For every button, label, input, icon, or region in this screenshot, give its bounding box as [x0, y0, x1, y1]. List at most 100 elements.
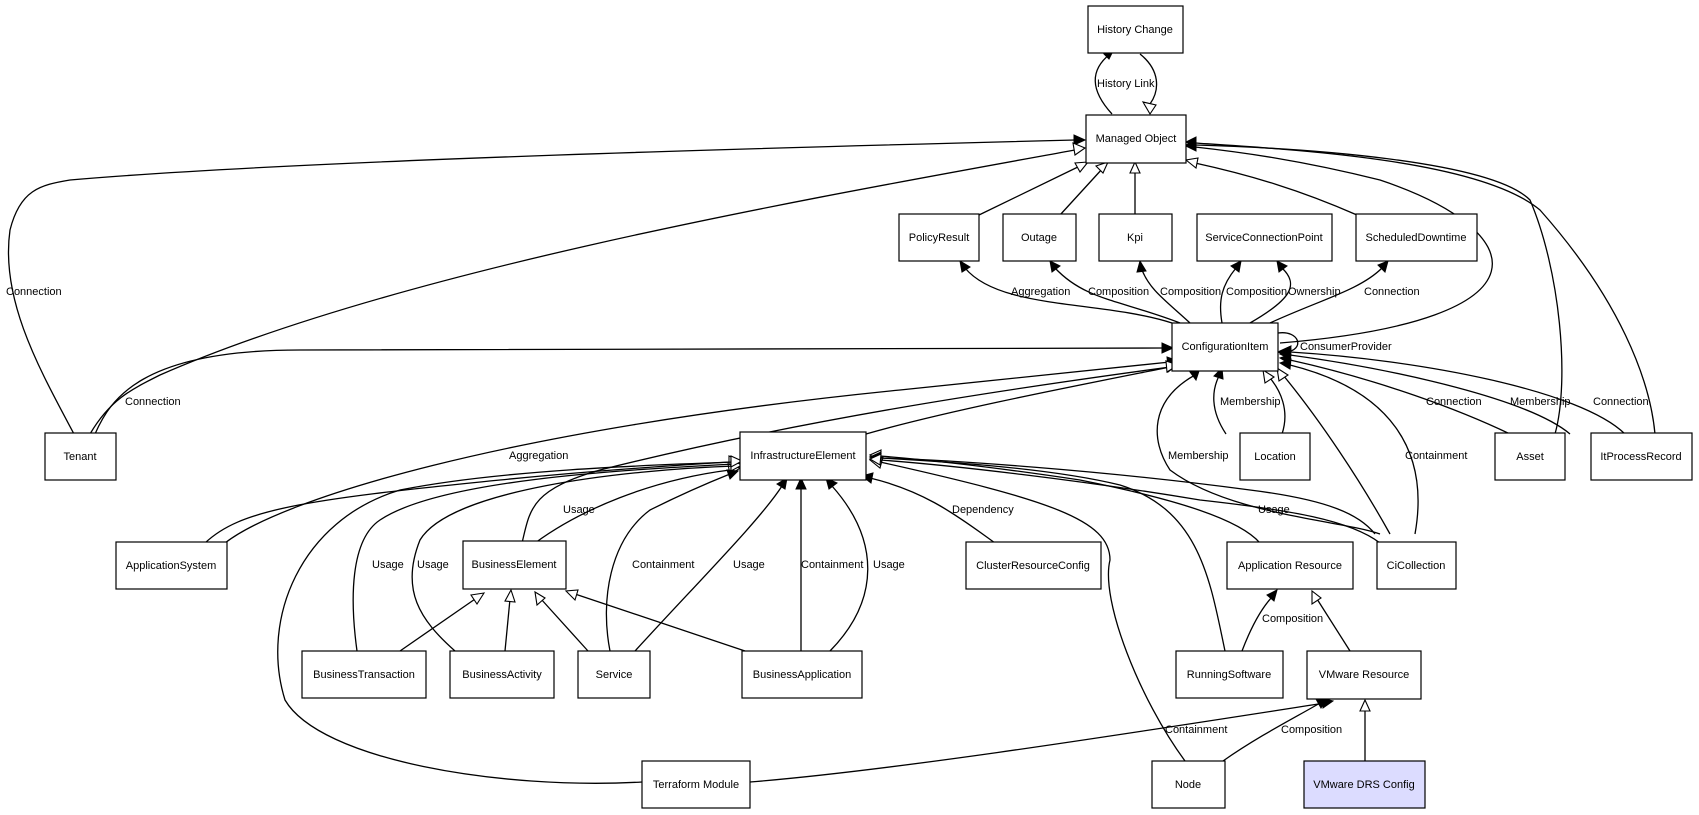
node-managed-object[interactable]: Managed Object [1085, 114, 1187, 164]
node-ci-collection[interactable]: CiCollection [1376, 541, 1457, 590]
svg-text:BusinessElement: BusinessElement [472, 559, 557, 571]
node-vmware-resource[interactable]: VMware Resource [1306, 650, 1422, 700]
node-tenant[interactable]: Tenant [44, 432, 117, 481]
label-history-link: History Link [1097, 78, 1155, 90]
edge-location-ci-inherit [1262, 368, 1286, 435]
node-scheduled-downtime[interactable]: ScheduledDowntime [1355, 213, 1478, 262]
nodes: History Change Managed Object PolicyResu… [44, 5, 1693, 809]
node-service[interactable]: Service [577, 650, 651, 699]
svg-text:Tenant: Tenant [63, 451, 96, 463]
svg-text:InfrastructureElement: InfrastructureElement [750, 450, 855, 462]
edge-ci-kpi-composition [1136, 259, 1191, 324]
label-connection-tenant-ci: Connection [125, 396, 181, 408]
label-usage-service: Usage [733, 559, 765, 571]
edge-ci-sd-connection [1269, 260, 1389, 324]
node-terraform-module[interactable]: Terraform Module [641, 760, 751, 809]
label-dependency-cluster: Dependency [952, 504, 1014, 516]
edge-service-be [534, 590, 589, 652]
edge-asset-ci-connection [1278, 353, 1511, 435]
node-application-system[interactable]: ApplicationSystem [115, 541, 228, 590]
node-business-activity[interactable]: BusinessActivity [449, 650, 555, 699]
label-connection-sd: Connection [1364, 286, 1420, 298]
edge-tenant-mo-line2 [89, 142, 1087, 435]
label-connection-tenant-mo: Connection [6, 286, 62, 298]
edge-bapp-be [564, 589, 746, 652]
node-asset[interactable]: Asset [1494, 432, 1566, 481]
edge-labels: History Link Connection Connection Aggre… [6, 78, 1649, 736]
label-usage-be: Usage [563, 504, 595, 516]
edge-cicollection-ci-inherit [1276, 366, 1391, 535]
svg-text:VMware DRS Config: VMware DRS Config [1313, 779, 1414, 791]
edge-outage-mo [1059, 161, 1110, 216]
label-membership-itprocess: Membership [1510, 396, 1571, 408]
label-composition-node: Composition [1281, 724, 1342, 736]
node-history-change[interactable]: History Change [1087, 5, 1184, 54]
node-it-process-record[interactable]: ItProcessRecord [1590, 432, 1693, 481]
edge-vmware-appres [1311, 589, 1351, 652]
edge-ci-outage-composition [1049, 260, 1181, 324]
node-configuration-item[interactable]: ConfigurationItem [1171, 322, 1279, 372]
edge-bt-be [399, 592, 486, 652]
svg-text:ServiceConnectionPoint: ServiceConnectionPoint [1205, 232, 1322, 244]
edge-drs-vmware [1359, 698, 1371, 761]
svg-text:Managed Object: Managed Object [1096, 133, 1177, 145]
node-cluster-resource-config[interactable]: ClusterResourceConfig [965, 541, 1102, 590]
edge-tenant-mo-connection [7, 134, 1087, 435]
node-kpi[interactable]: Kpi [1098, 213, 1173, 262]
edge-appsys-ci-aggregation [224, 356, 1180, 544]
svg-text:Outage: Outage [1021, 232, 1057, 244]
node-business-transaction[interactable]: BusinessTransaction [301, 650, 427, 699]
node-application-resource[interactable]: Application Resource [1226, 541, 1354, 590]
label-aggregation-policy: Aggregation [1011, 286, 1070, 298]
svg-text:ApplicationSystem: ApplicationSystem [126, 560, 217, 572]
node-policy-result[interactable]: PolicyResult [898, 213, 980, 262]
label-aggregation-appsys: Aggregation [509, 450, 568, 462]
node-vmware-drs-config[interactable]: VMware DRS Config [1303, 760, 1426, 809]
label-consumer-provider: ConsumerProvider [1300, 341, 1392, 353]
label-usage-ba: Usage [417, 559, 449, 571]
label-membership-cicollection: Membership [1168, 450, 1229, 462]
edge-tenant-ci-connection [94, 342, 1175, 435]
node-business-application[interactable]: BusinessApplication [741, 650, 863, 699]
edge-running-appres-composition [1241, 589, 1278, 652]
svg-text:RunningSoftware: RunningSoftware [1187, 669, 1271, 681]
node-business-element[interactable]: BusinessElement [462, 540, 567, 590]
edge-node-ie-containment [868, 456, 1186, 762]
node-location[interactable]: Location [1239, 432, 1311, 481]
svg-text:BusinessApplication: BusinessApplication [753, 669, 851, 681]
label-usage-bapp: Usage [873, 559, 905, 571]
svg-text:PolicyResult: PolicyResult [909, 232, 970, 244]
edge-scheduleddowntime-mo [1184, 157, 1358, 216]
label-containment-service: Containment [632, 559, 694, 571]
edge-policyresult-mo [978, 161, 1090, 216]
label-composition-running: Composition [1262, 613, 1323, 625]
svg-text:ItProcessRecord: ItProcessRecord [1600, 451, 1681, 463]
edge-history-link-back [1139, 53, 1158, 116]
label-composition-outage: Composition [1088, 286, 1149, 298]
edges [7, 50, 1656, 784]
node-running-software[interactable]: RunningSoftware [1175, 650, 1284, 699]
label-composition-scp: Composition [1226, 286, 1287, 298]
node-infrastructure-element[interactable]: InfrastructureElement [739, 431, 867, 481]
edge-cicollection-ie [868, 453, 1381, 544]
node-node[interactable]: Node [1151, 760, 1226, 809]
label-containment-cicollection: Containment [1405, 450, 1467, 462]
node-service-connection-point[interactable]: ServiceConnectionPoint [1196, 213, 1333, 262]
svg-text:Asset: Asset [1516, 451, 1544, 463]
edge-ci-policy-aggregation [959, 260, 1173, 324]
svg-text:Application Resource: Application Resource [1238, 560, 1342, 572]
edge-service-ie-usage [634, 477, 788, 652]
label-connection-itprocess: Connection [1593, 396, 1649, 408]
edge-ci-scp-ownership [1249, 260, 1292, 324]
svg-text:CiCollection: CiCollection [1387, 560, 1446, 572]
svg-text:VMware Resource: VMware Resource [1319, 669, 1409, 681]
label-ownership-scp: Ownership [1288, 286, 1341, 298]
svg-text:Node: Node [1175, 779, 1201, 791]
node-outage[interactable]: Outage [1002, 213, 1077, 262]
edge-ba-ie-usage [411, 459, 744, 652]
edge-bapp-ie-containment [795, 476, 807, 651]
svg-text:Location: Location [1254, 451, 1296, 463]
edge-terraform-vmware [749, 697, 1335, 783]
edge-kpi-mo [1129, 160, 1141, 215]
